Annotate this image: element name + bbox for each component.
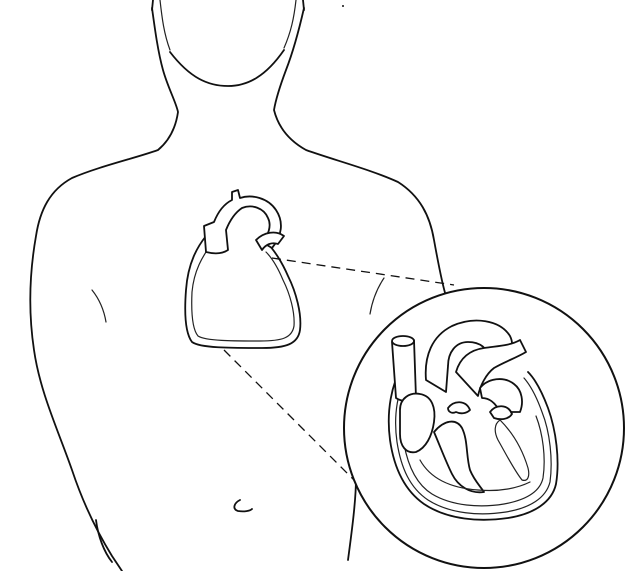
head-left-edge: [152, 0, 153, 10]
heart-small-inner: [192, 246, 294, 341]
section-valve-tricuspid: [448, 402, 470, 413]
navel: [234, 500, 252, 511]
neck-right: [274, 8, 446, 296]
section-valve-mitral: [490, 406, 512, 419]
heart-small: [185, 190, 300, 348]
callout-line-top: [272, 258, 454, 285]
collarbone-right: [370, 278, 384, 314]
head-right-edge: [303, 0, 304, 10]
section-vena-cava: [392, 340, 416, 401]
chin: [170, 50, 284, 86]
jaw-left: [160, 0, 170, 50]
callout-line-bottom: [224, 350, 362, 488]
collarbone-left: [92, 290, 106, 322]
section-vena-cava-opening: [392, 336, 414, 346]
hip-right: [348, 478, 356, 560]
neck-left: [30, 8, 178, 571]
heart-small-outer: [185, 236, 300, 348]
jaw-right: [284, 0, 296, 48]
speck: [342, 5, 344, 7]
